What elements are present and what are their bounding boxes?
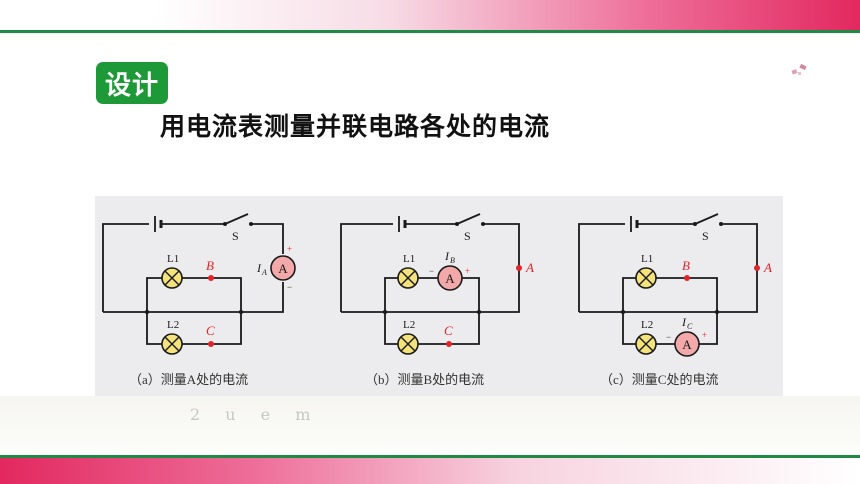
current-subscript: C [687, 322, 693, 331]
switch-lever [694, 213, 719, 225]
circuit-a: A + − I A B C S L1 L2 （a）测量A处的电流 [102, 213, 296, 387]
ammeter-plus: + [702, 330, 707, 340]
point-a [754, 265, 760, 271]
footer-divider [0, 455, 860, 458]
point-b [208, 275, 214, 281]
bulb-l1-label: L1 [403, 253, 415, 265]
bulb-l2-label: L2 [403, 319, 415, 331]
ammeter-plus: + [287, 244, 292, 254]
ammeter-minus: − [429, 266, 434, 276]
bulb-l1 [397, 267, 419, 289]
current-subscript: B [450, 256, 455, 265]
switch-lever [224, 213, 249, 225]
bulb-l1-label: L1 [167, 253, 179, 265]
ammeter-symbol: A [682, 337, 692, 352]
ammeter-minus: − [666, 332, 671, 342]
ammeter-minus: − [287, 282, 292, 292]
circuit-diagrams: A + − I A B C S L1 L2 （a）测量A处的电流 [102, 213, 772, 387]
ammeter-plus: + [465, 266, 470, 276]
current-label: I [256, 261, 262, 275]
point-a [516, 265, 522, 271]
circuit-c: A − + I C B A S L1 L2 （c）测量C处的电流 [578, 213, 772, 387]
bulb-l1 [161, 267, 183, 289]
ammeter-b: A − + I B [429, 249, 470, 291]
point-c [208, 341, 214, 347]
point-b [684, 275, 690, 281]
background-watermark [0, 396, 860, 454]
bulb-l2 [635, 333, 657, 355]
point-c-label: C [444, 323, 453, 338]
ammeter-a: A + − I A [256, 244, 296, 292]
switch-label: S [702, 229, 709, 243]
switch-lever [456, 213, 481, 225]
point-b-label: B [206, 258, 214, 273]
ammeter-symbol: A [445, 271, 455, 286]
bulb-l2-label: L2 [167, 319, 179, 331]
circuit-b: A − + I B A C S L1 L2 （b）测量B处的电流 [340, 213, 534, 387]
sparkle-decoration-icon [791, 63, 807, 75]
ammeter-symbol: A [278, 261, 288, 276]
point-c-label: C [206, 323, 215, 338]
point-c [446, 341, 452, 347]
point-b-label: B [682, 258, 690, 273]
slide-title: 用电流表测量并联电路各处的电流 [160, 112, 551, 141]
bulb-l2-label: L2 [641, 319, 653, 331]
point-a-label: A [763, 260, 772, 275]
caption-a: （a）测量A处的电流 [129, 372, 248, 387]
current-label: I [444, 249, 450, 263]
circuit-figure-panel: A + − I A B C S L1 L2 （a）测量A处的电流 [95, 196, 783, 396]
switch-label: S [232, 229, 239, 243]
footer-gradient-bar [0, 458, 860, 484]
ammeter-c: A − + I C [666, 315, 707, 357]
bulb-l2 [161, 333, 183, 355]
bulb-l1 [635, 267, 657, 289]
header-divider [0, 30, 860, 33]
caption-c: （c）测量C处的电流 [600, 372, 718, 387]
watermark-text: 2 u e m [190, 405, 321, 424]
bulb-l1-label: L1 [641, 253, 653, 265]
switch-label: S [464, 229, 471, 243]
design-badge: 设计 [96, 62, 168, 104]
current-subscript: A [261, 268, 267, 277]
point-a-label: A [525, 260, 534, 275]
bulb-l2 [397, 333, 419, 355]
current-label: I [681, 315, 687, 329]
header-gradient-bar [0, 0, 860, 30]
caption-b: （b）测量B处的电流 [365, 372, 484, 387]
